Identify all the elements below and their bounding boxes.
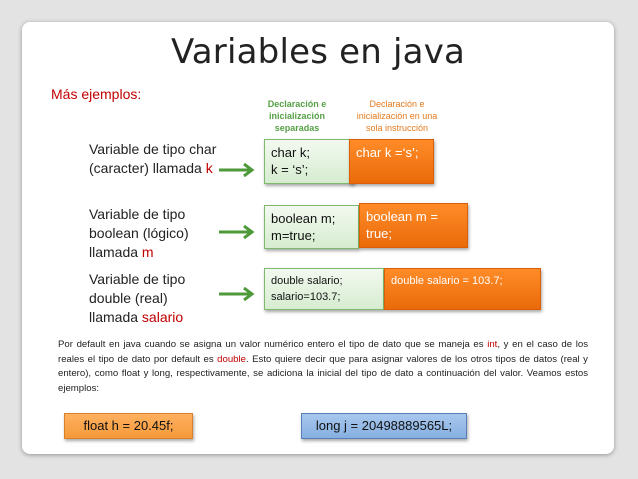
var-name-m: m bbox=[141, 244, 154, 260]
paragraph-text: , y en el caso de los reales el tipo de … bbox=[58, 339, 589, 365]
keyword-int: int bbox=[487, 339, 498, 350]
arrow-right-icon bbox=[219, 287, 255, 301]
var-name-salario: salario bbox=[141, 309, 184, 325]
row-char-label-line2: (caracter) llamada k bbox=[89, 160, 213, 176]
code-line: char k; bbox=[271, 145, 311, 160]
float-example-box: float h = 20.45f; bbox=[64, 413, 193, 439]
arrow-right-icon bbox=[219, 225, 255, 239]
boolean-single-box: boolean m = true; bbox=[359, 203, 468, 248]
row-double-label-line1: Variable de tipo bbox=[89, 271, 186, 287]
row-double-label-line2: double (real) bbox=[89, 290, 168, 306]
explanation-paragraph: Por default en java cuando se asigna un … bbox=[58, 338, 588, 396]
char-single-box: char k =‘s’; bbox=[349, 139, 434, 184]
slide-title: Variables en java bbox=[170, 32, 466, 72]
code-line: salario=103.7; bbox=[271, 291, 341, 303]
code-line: boolean m = bbox=[366, 209, 438, 224]
code-line: k = ‘s’; bbox=[271, 162, 309, 177]
arrow-right-icon bbox=[219, 163, 255, 177]
char-separate-box: char k; k = ‘s’; bbox=[264, 139, 354, 184]
row-double-label: Variable de tipo double (real) llamada s… bbox=[89, 270, 185, 327]
subtitle: Más ejemplos: bbox=[51, 86, 142, 102]
row-double-label-line3: llamada salario bbox=[89, 309, 184, 325]
code-line: m=true; bbox=[271, 228, 316, 243]
code-line: double salario = 103.7; bbox=[391, 275, 503, 287]
code-line: char k =‘s’; bbox=[356, 145, 419, 160]
paragraph-text: . Esto quiere decir que para asignar val… bbox=[58, 353, 588, 394]
code-line: true; bbox=[366, 226, 393, 241]
row-boolean-label-line2: boolean (lógico) bbox=[89, 225, 189, 241]
boolean-separate-box: boolean m; m=true; bbox=[264, 205, 359, 249]
keyword-double: double bbox=[217, 353, 246, 365]
row-char-label-line1: Variable de tipo char bbox=[89, 141, 217, 157]
header-single-instruction: Declaración e inicialización en una sola… bbox=[356, 99, 438, 133]
long-example-box: long j = 20498889565L; bbox=[301, 413, 467, 439]
var-name-k: k bbox=[205, 160, 213, 176]
code-line: double salario; bbox=[271, 275, 343, 287]
header-separate: Declaración e inicialización separadas bbox=[267, 99, 327, 133]
double-single-box: double salario = 103.7; bbox=[384, 268, 541, 310]
slide: Variables en java Más ejemplos: Declarac… bbox=[22, 22, 614, 454]
row-boolean-label-line1: Variable de tipo bbox=[89, 206, 186, 222]
row-boolean-label: Variable de tipo boolean (lógico) llamad… bbox=[89, 205, 189, 262]
row-boolean-label-line3: llamada m bbox=[89, 244, 154, 260]
code-line: boolean m; bbox=[271, 211, 336, 226]
row-char-label: Variable de tipo char (caracter) llamada… bbox=[89, 140, 216, 178]
double-separate-box: double salario; salario=103.7; bbox=[264, 268, 384, 310]
paragraph-text: Por default en java cuando se asigna un … bbox=[58, 339, 488, 350]
